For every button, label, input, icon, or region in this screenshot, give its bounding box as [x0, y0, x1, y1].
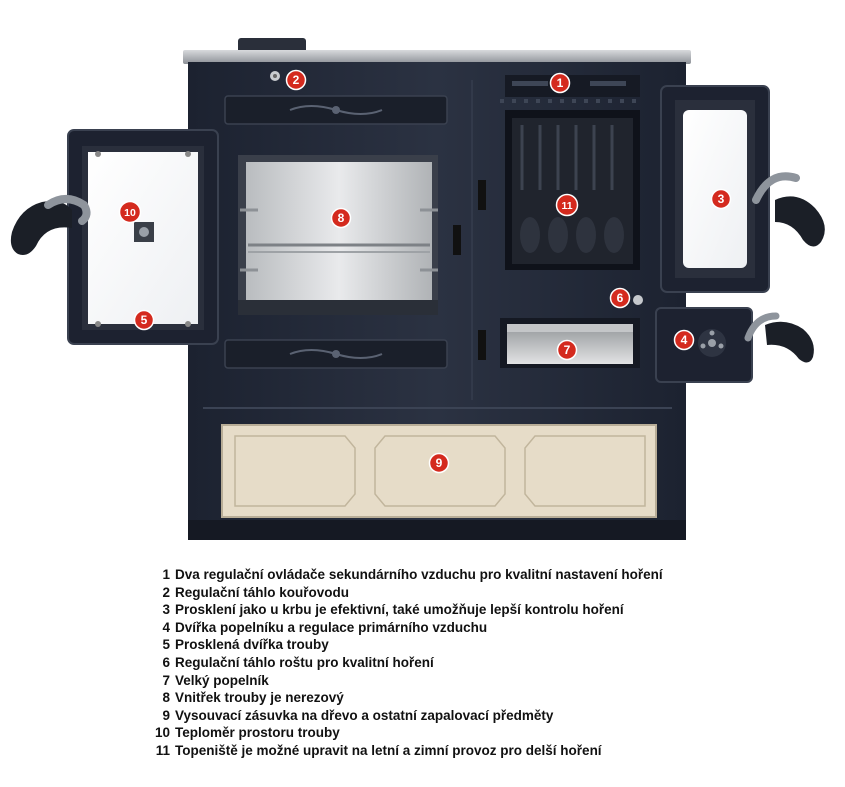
badge-3: 3	[710, 188, 732, 210]
legend-number: 11	[155, 742, 170, 758]
lower-rail	[224, 339, 448, 369]
legend-number: 9	[162, 707, 170, 723]
smoke-damper-knob	[270, 71, 280, 81]
legend-number: 5	[162, 637, 170, 653]
legend-item: 7 Velký popelník	[150, 672, 770, 690]
ash-door	[655, 307, 753, 383]
oven-interior	[238, 155, 438, 315]
badge-6: 6	[609, 287, 631, 309]
badge-9: 9	[428, 452, 450, 474]
legend-number: 6	[162, 654, 170, 670]
top-rail	[224, 95, 448, 125]
svg-text:6: 6	[617, 291, 624, 305]
secondary-air-vents	[500, 75, 640, 103]
badge-5: 5	[133, 309, 155, 331]
legend-list: 1 Dva regulační ovládače sekundárního vzd…	[150, 566, 770, 760]
grate-lever	[633, 295, 643, 305]
badge-7: 7	[556, 339, 578, 361]
svg-text:4: 4	[681, 333, 688, 347]
legend-number: 10	[154, 725, 170, 741]
legend-text: Dvířka popelníku a regulace primárního v…	[175, 619, 488, 635]
legend-text: Regulační táhlo roštu pro kvalitní hořen…	[175, 654, 434, 670]
svg-text:2: 2	[293, 73, 300, 87]
firebox-door-right	[660, 85, 770, 293]
legend-item: 11 Topeniště je možné upravit na letní a …	[150, 742, 770, 760]
thermometer	[134, 222, 154, 242]
legend-item: 1 Dva regulační ovládače sekundárního vzd…	[150, 566, 770, 584]
legend-text: Velký popelník	[175, 672, 269, 688]
legend-text: Vysouvací zásuvka na dřevo a ostatní zap…	[175, 707, 554, 723]
badge-10: 10	[118, 200, 142, 224]
legend-text: Topeniště je možné upravit na letní a zi…	[175, 742, 602, 758]
legend-number: 2	[162, 584, 170, 600]
svg-text:1: 1	[557, 76, 564, 90]
badge-2: 2	[285, 69, 307, 91]
badge-11: 11	[555, 193, 579, 217]
hinges	[453, 180, 486, 360]
badge-4: 4	[673, 329, 695, 351]
svg-text:5: 5	[141, 313, 148, 327]
legend-number: 3	[162, 602, 170, 618]
legend-number: 7	[162, 672, 170, 688]
legend-text: Vnitřek trouby je nerezový	[175, 690, 344, 706]
legend-item: 5 Prosklená dvířka trouby	[150, 636, 770, 654]
left-door-handle	[10, 195, 91, 255]
legend-item: 9 Vysouvací zásuvka na dřevo a ostatní za…	[150, 707, 770, 725]
svg-text:10: 10	[124, 207, 136, 219]
legend-item: 2 Regulační táhlo kouřovodu	[150, 584, 770, 602]
legend-text: Dva regulační ovládače sekundárního vzdu…	[175, 567, 663, 582]
legend-item: 6 Regulační táhlo roštu pro kvalitní hoře…	[150, 654, 770, 672]
svg-text:8: 8	[338, 211, 345, 225]
legend-text: Prosklená dvířka trouby	[175, 637, 329, 653]
firebox	[505, 110, 640, 270]
svg-text:11: 11	[561, 200, 572, 212]
ash-door-handle	[744, 312, 814, 363]
legend-number: 8	[162, 690, 170, 706]
svg-text:9: 9	[436, 456, 443, 470]
right-door-handle	[752, 172, 825, 247]
legend-item: 10 Teploměr prostoru trouby	[150, 724, 770, 742]
badge-8: 8	[330, 207, 352, 229]
legend-text: Regulační táhlo kouřovodu	[175, 584, 350, 600]
svg-text:7: 7	[564, 343, 571, 357]
legend-item: 4 Dvířka popelníku a regulace primárního …	[150, 619, 770, 637]
legend-item: 8 Vnitřek trouby je nerezový	[150, 689, 770, 707]
legend-text: Teploměr prostoru trouby	[175, 725, 340, 741]
svg-text:3: 3	[718, 192, 725, 206]
legend-number: 1	[162, 567, 170, 582]
legend-item: 3 Prosklení jako u krbu je efektivní, tak…	[150, 601, 770, 619]
badge-1: 1	[549, 72, 571, 94]
stove-diagram: 1 2 3 4 5 6 7 8	[10, 38, 825, 540]
legend-number: 4	[162, 619, 170, 635]
number-badges: 1 2 3 4 5 6 7 8	[118, 69, 732, 474]
legend-text: Prosklení jako u krbu je efektivní, také…	[175, 602, 624, 618]
